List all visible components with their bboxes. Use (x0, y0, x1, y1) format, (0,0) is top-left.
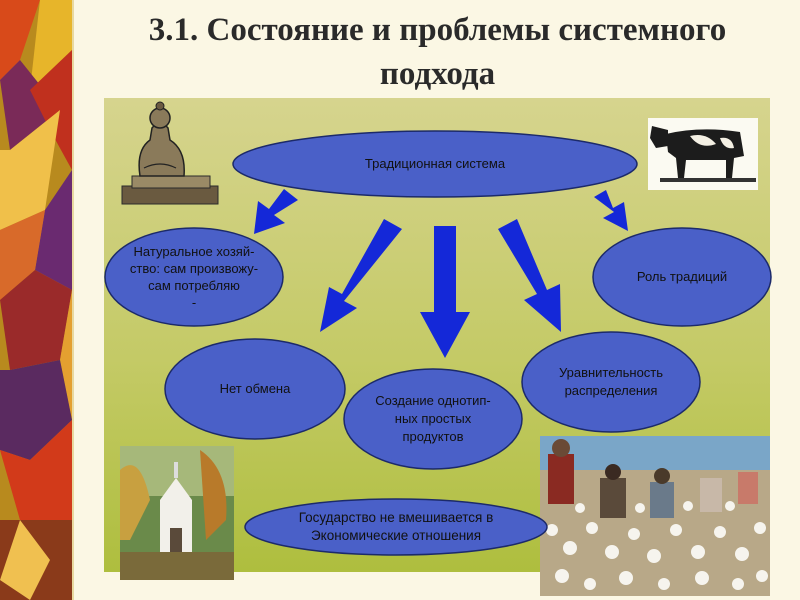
traditional-system-label: Традиционная система (233, 131, 637, 197)
natural-economy-line3: сам потребляю (148, 278, 240, 293)
tradition-role-text: Роль традиций (636, 269, 728, 284)
no-exchange-oval (164, 338, 346, 440)
church-painting-image (120, 446, 234, 580)
decorative-left-border (0, 0, 72, 600)
simple-products-label: Создание однотип- ных простых продуктов (344, 369, 522, 469)
state-non-intervention-line2: Экономические отношения (310, 528, 482, 543)
arrow-to-natural-economy (254, 189, 298, 234)
natural-economy-line2: ство: сам произвожу- (129, 261, 259, 276)
equal-distribution-oval (521, 331, 701, 433)
tradition-role-oval (592, 227, 772, 327)
slide-title-line1: 3.1. Состояние и проблемы системного (148, 12, 727, 48)
state-non-intervention-oval (244, 498, 548, 556)
no-exchange-text: Нет обмена (219, 381, 291, 396)
equal-distribution-label: Уравнительность распределения (522, 332, 700, 432)
natural-economy-oval (104, 227, 284, 327)
slide-title-line2: подхода (379, 56, 496, 92)
border-line (72, 0, 74, 600)
simple-products-oval (343, 368, 523, 470)
equal-distribution-line1: Уравнительность (558, 365, 664, 380)
arrow-to-simple-products (420, 226, 470, 358)
natural-economy-label: Натуральное хозяй- ство: сам произвожу- … (110, 230, 278, 324)
simple-products-line1: Создание однотип- (375, 393, 491, 408)
arrow-to-no-exchange (320, 219, 402, 332)
traditional-system-text: Традиционная система (364, 156, 506, 171)
state-non-intervention-label: Государство не вмешивается в Экономическ… (245, 499, 547, 555)
arrow-to-equal-distribution (498, 219, 561, 332)
traditional-system-oval (232, 130, 638, 198)
cow-image (648, 118, 758, 190)
equal-distribution-line2: распределения (564, 383, 658, 398)
cotton-field-photo (540, 436, 770, 596)
arrow-to-tradition-role (594, 190, 628, 231)
no-exchange-label: Нет обмена (165, 339, 345, 439)
buddha-statue-image (121, 101, 219, 205)
tradition-role-label: Роль традиций (593, 228, 771, 326)
natural-economy-line1: Натуральное хозяй- (133, 244, 255, 259)
simple-products-line2: ных простых (394, 411, 472, 426)
natural-economy-line4: - (191, 295, 197, 310)
simple-products-line3: продуктов (402, 429, 464, 444)
state-non-intervention-line1: Государство не вмешивается в (298, 510, 494, 525)
